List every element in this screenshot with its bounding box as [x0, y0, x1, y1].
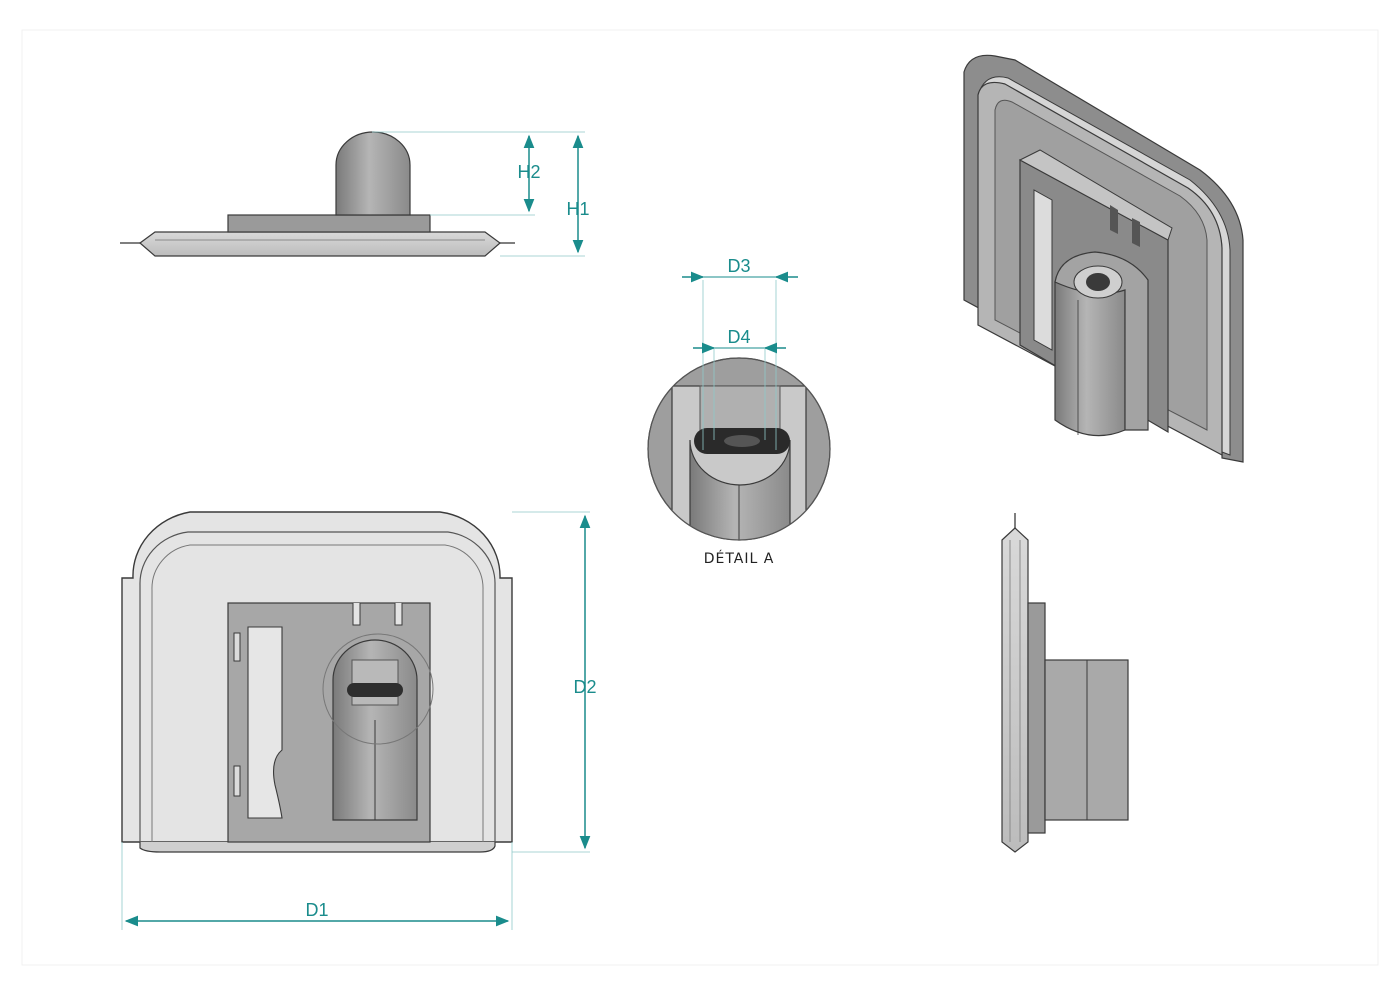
front-view: D2 D1 — [121, 511, 597, 930]
right-side-view — [1001, 513, 1129, 853]
slot-window — [247, 626, 283, 819]
sheet-frame — [21, 29, 1379, 966]
h1-label: H1 — [566, 199, 589, 219]
side-plate-profile — [1001, 527, 1029, 853]
detail-view: D3 D4 DÉTAIL A — [647, 256, 831, 567]
iso-hole — [1086, 273, 1110, 291]
d1-label: D1 — [305, 900, 328, 920]
detail-a-marker — [322, 633, 434, 745]
detail-caption: DÉTAIL A — [704, 550, 775, 567]
top-side-view: H2 H1 — [120, 131, 590, 257]
d4-label: D4 — [727, 327, 750, 347]
h2-label: H2 — [517, 162, 540, 182]
d2-label: D2 — [573, 677, 596, 697]
mount-block — [227, 214, 431, 233]
plate-profile — [139, 231, 501, 257]
isometric-view — [963, 54, 1244, 463]
boss-dome — [335, 131, 411, 216]
cross-hole — [347, 683, 403, 697]
iso-boss-cylinder — [1054, 281, 1126, 437]
d3-label: D3 — [727, 256, 750, 276]
side-mount-block — [1027, 602, 1046, 834]
